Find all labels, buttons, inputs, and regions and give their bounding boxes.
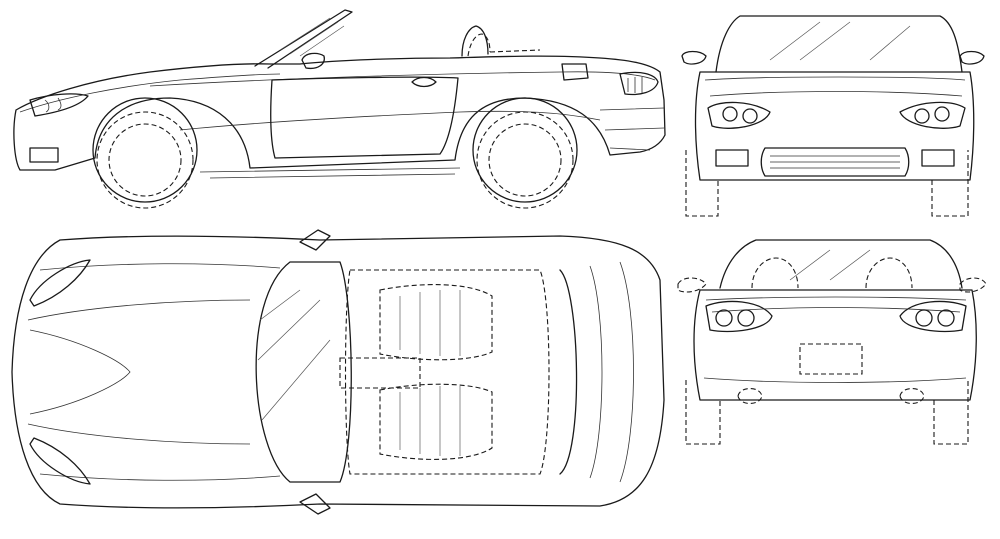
rear-bumper <box>703 377 967 383</box>
side-sill-line <box>199 167 461 179</box>
side-door-handle <box>411 76 437 88</box>
rear-deck-line <box>705 296 967 313</box>
rear-windshield <box>719 239 963 289</box>
front-grille <box>760 147 910 177</box>
top-left-seat <box>379 284 493 361</box>
top-seat-quilting-left <box>399 290 461 356</box>
side-hood-line <box>19 73 281 113</box>
top-cockpit-outline <box>344 269 550 475</box>
side-shoulder <box>179 110 601 131</box>
side-rear-wheel <box>476 111 574 209</box>
rear-left-mirror <box>677 277 707 293</box>
side-front-wheel-arch <box>92 97 198 203</box>
front-grille-slats <box>770 155 900 169</box>
front-right-lamp-2 <box>914 108 930 124</box>
side-front-wheel <box>96 111 194 209</box>
side-head-light <box>29 93 89 117</box>
rear-left-lamp-2 <box>737 309 755 327</box>
top-rear-deck <box>559 269 578 475</box>
side-windshield <box>254 9 353 69</box>
top-right-mirror <box>299 493 331 515</box>
front-left-lamp-2 <box>742 108 758 124</box>
side-rear-bumper <box>599 107 665 151</box>
front-windshield <box>715 15 963 73</box>
rear-left-tire <box>685 380 721 445</box>
side-windshield-glare <box>279 17 345 57</box>
top-view <box>11 229 665 515</box>
top-left-headlight <box>29 259 91 307</box>
side-rollbar-dashed <box>467 33 541 57</box>
top-hood-center <box>29 329 131 415</box>
side-front-vent <box>29 147 59 163</box>
rear-windshield-glare <box>789 249 871 281</box>
side-rear-rim <box>488 123 562 197</box>
side-door <box>270 76 459 159</box>
front-fog-right <box>921 149 955 167</box>
rear-body-outline <box>693 289 977 401</box>
top-hood-line-1 <box>39 263 281 481</box>
rear-left-exhaust <box>737 387 763 405</box>
front-fog-left <box>715 149 749 167</box>
side-tail-light <box>619 71 659 96</box>
rear-right-lamp-1 <box>937 309 955 327</box>
rear-left-rollbar <box>751 257 799 289</box>
side-mirror <box>301 52 325 70</box>
front-right-tire <box>931 150 969 217</box>
top-left-mirror <box>299 229 331 251</box>
front-hood <box>704 76 966 97</box>
top-seat-quilting-right <box>399 386 461 456</box>
rear-right-mirror <box>959 277 987 293</box>
side-tail-light-detail <box>627 77 643 93</box>
rear-left-taillight <box>705 300 773 333</box>
side-fuel-door <box>561 63 589 81</box>
side-body-outline <box>13 55 666 171</box>
front-view <box>681 15 985 217</box>
front-left-lamp-1 <box>722 106 738 122</box>
front-left-mirror <box>681 50 707 65</box>
front-left-headlight <box>707 101 771 129</box>
side-rear-wheel-arch <box>472 97 578 203</box>
rear-right-tire <box>933 380 969 445</box>
top-right-seat <box>379 383 493 460</box>
rear-right-taillight <box>899 300 967 333</box>
top-right-headlight <box>29 437 91 485</box>
side-head-light-detail <box>44 97 62 113</box>
top-body-outline <box>11 235 665 509</box>
top-console <box>339 357 421 389</box>
rear-view <box>677 239 987 445</box>
side-view <box>13 9 666 209</box>
rear-right-exhaust <box>899 387 925 405</box>
front-right-mirror <box>959 50 985 65</box>
front-left-tire <box>685 150 719 217</box>
top-windshield <box>255 261 352 483</box>
side-front-rim <box>108 123 182 197</box>
front-right-headlight <box>899 101 966 129</box>
rear-right-lamp-2 <box>915 309 933 327</box>
top-trunk-lines <box>589 261 634 483</box>
top-windshield-glare <box>257 289 331 421</box>
front-body-outline <box>694 71 975 181</box>
side-rollbar <box>461 25 489 57</box>
rear-right-rollbar <box>865 257 913 289</box>
rear-license-plate <box>799 343 863 375</box>
top-hood-line-2 <box>27 299 251 445</box>
rear-left-lamp-1 <box>715 309 733 327</box>
front-right-lamp-1 <box>934 106 950 122</box>
front-windshield-glare <box>769 21 911 61</box>
